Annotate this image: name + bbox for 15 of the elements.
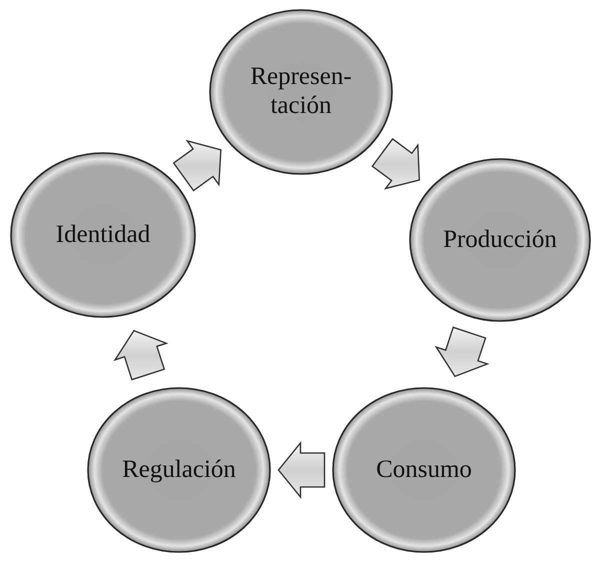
circle-node [86,386,272,554]
node-label: Identidad [56,220,150,250]
node-label: Consumo [376,456,472,484]
block-arrow [278,441,326,499]
circle-node [9,151,197,319]
node-label: Producción [443,226,557,254]
node-label: Represen- tación [249,63,353,121]
circle-node [408,157,592,323]
circle-node [208,8,394,176]
block-arrow [434,326,490,378]
block-arrow [113,330,168,380]
block-arrow [172,140,222,192]
node-label: Regulación [122,456,236,484]
block-arrow [371,138,420,190]
circle-node [331,386,517,554]
